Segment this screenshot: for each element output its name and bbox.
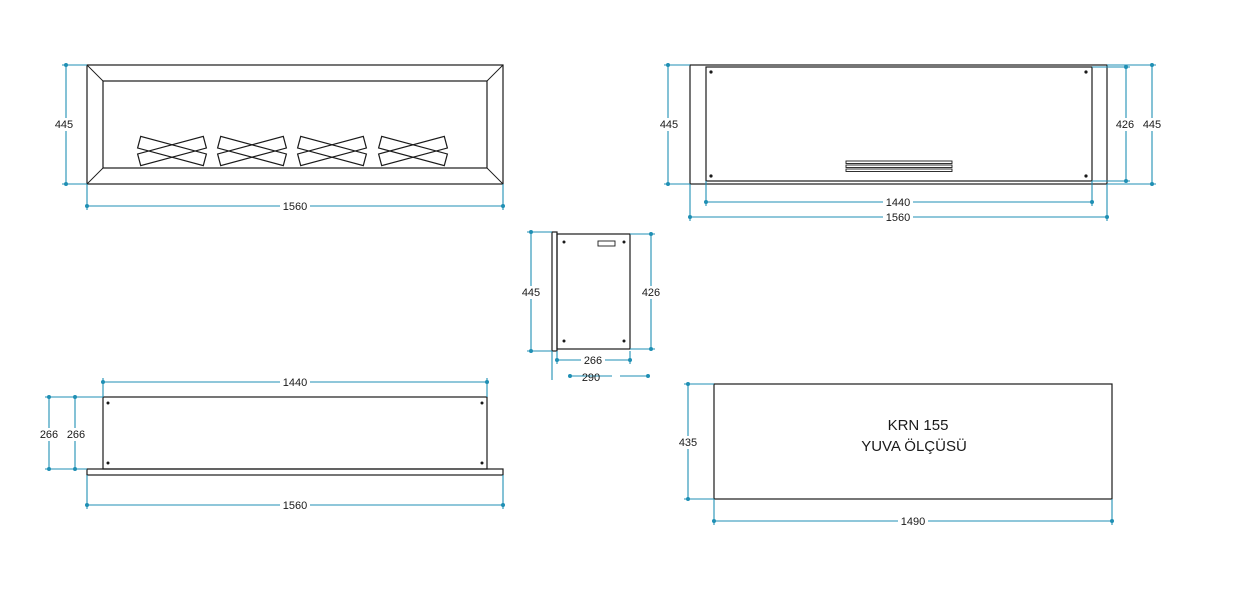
rear-inner-width-dimension: 1440 [704,181,1094,209]
front-width-dimension: 1560 [85,184,505,213]
front-view: 445 1560 [53,63,505,213]
rear-vent-grille [845,160,953,172]
niche-title-model: KRN 155 [888,417,949,434]
top-body [102,396,488,470]
front-frame-outer [86,64,504,185]
log-group-1 [136,135,208,167]
side-inner-depth-dimension: 266 [555,351,632,367]
top-depth-outer-dimension: 266 [38,395,103,471]
side-height-label: 445 [522,287,540,299]
side-inner-depth-label: 266 [584,355,602,367]
log-group-4 [377,135,449,167]
top-depth-inner-dimension: 266 [64,395,88,471]
front-width-label: 1560 [283,201,307,213]
rear-height-left-dimension: 445 [657,63,690,186]
side-view: 445 426 266 290 [519,230,663,384]
log-group-2 [216,135,288,167]
niche-width-dimension: 1490 [712,499,1114,528]
rear-view: 445 426 445 1440 [657,63,1165,224]
side-depth-label: 290 [582,372,600,384]
top-depth-inner-label: 266 [67,429,85,441]
side-height-dimension: 445 [519,230,552,353]
niche-title-caption: YUVA ÖLÇÜSÜ [861,437,967,455]
rear-height-right-label: 445 [1143,119,1161,131]
top-inner-width-label: 1440 [283,377,307,389]
rear-inner-panel [705,66,1093,182]
front-frame-inner [102,80,488,169]
front-height-dimension: 445 [53,63,87,186]
niche-height-dimension: 435 [676,382,714,501]
top-inner-width-dimension: 1440 [101,376,489,397]
top-front-frame [86,468,504,476]
niche-width-label: 1490 [901,516,925,528]
top-view: 1440 266 266 1560 [38,376,505,512]
side-depth-dimension: 290 [551,351,650,384]
niche-height-label: 435 [679,437,697,449]
rear-width-dimension: 1560 [688,184,1109,224]
rear-outer-plate [689,64,1108,185]
rear-inner-width-label: 1440 [886,197,910,209]
top-depth-outer-label: 266 [40,429,58,441]
side-body [556,233,631,350]
top-width-label: 1560 [283,500,307,512]
niche-outline [713,383,1113,500]
side-inner-height-dimension: 426 [630,232,663,351]
log-group-3 [296,135,368,167]
side-inner-height-label: 426 [642,287,660,299]
top-width-dimension: 1560 [85,475,505,512]
rear-width-label: 1560 [886,212,910,224]
side-vent-slot [597,240,616,247]
rear-inner-height-label: 426 [1116,119,1134,131]
rear-height-left-label: 445 [660,119,678,131]
side-front-frame [551,231,558,352]
front-height-label: 445 [55,119,73,131]
rear-height-right-dimension: 445 [1107,63,1165,186]
rear-inner-height-dimension: 426 [1092,65,1137,183]
niche-view: KRN 155 YUVA ÖLÇÜSÜ 435 1490 [676,382,1114,528]
